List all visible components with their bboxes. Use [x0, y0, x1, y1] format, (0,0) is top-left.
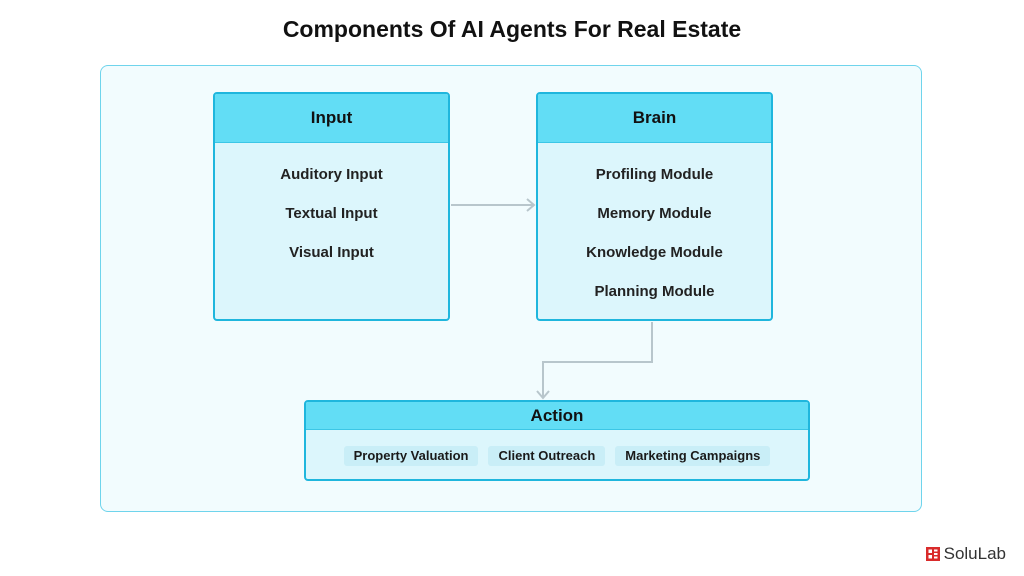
action-box: Action Property Valuation Client Outreac…: [304, 400, 810, 481]
input-item-auditory: Auditory Input: [280, 166, 383, 183]
solulab-logo-text: SoluLab: [943, 544, 1006, 563]
action-chip-property-valuation: Property Valuation: [343, 446, 479, 466]
brain-box: Brain Profiling Module Memory Module Kno…: [536, 92, 773, 321]
action-chips: Property Valuation Client Outreach Marke…: [306, 430, 808, 466]
brain-box-title: Brain: [538, 94, 771, 143]
diagram-title: Components Of AI Agents For Real Estate: [282, 16, 742, 42]
solulab-logo-icon: [925, 547, 940, 561]
action-chip-marketing-campaigns: Marketing Campaigns: [615, 446, 771, 466]
action-box-title: Action: [306, 402, 808, 430]
brain-item-planning: Planning Module: [594, 283, 715, 300]
input-box: Input Auditory Input Textual Input Visua…: [213, 92, 450, 321]
input-box-items: Auditory Input Textual Input Visual Inpu…: [215, 143, 448, 272]
input-item-textual: Textual Input: [285, 205, 378, 222]
brain-item-memory: Memory Module: [597, 205, 712, 222]
brain-item-profiling: Profiling Module: [595, 166, 714, 183]
brain-box-items: Profiling Module Memory Module Knowledge…: [538, 143, 771, 311]
brain-item-knowledge: Knowledge Module: [586, 244, 723, 261]
solulab-logo: SoluLab: [925, 544, 1006, 564]
input-box-title: Input: [215, 94, 448, 143]
input-item-visual: Visual Input: [289, 244, 374, 261]
action-chip-client-outreach: Client Outreach: [488, 446, 606, 466]
